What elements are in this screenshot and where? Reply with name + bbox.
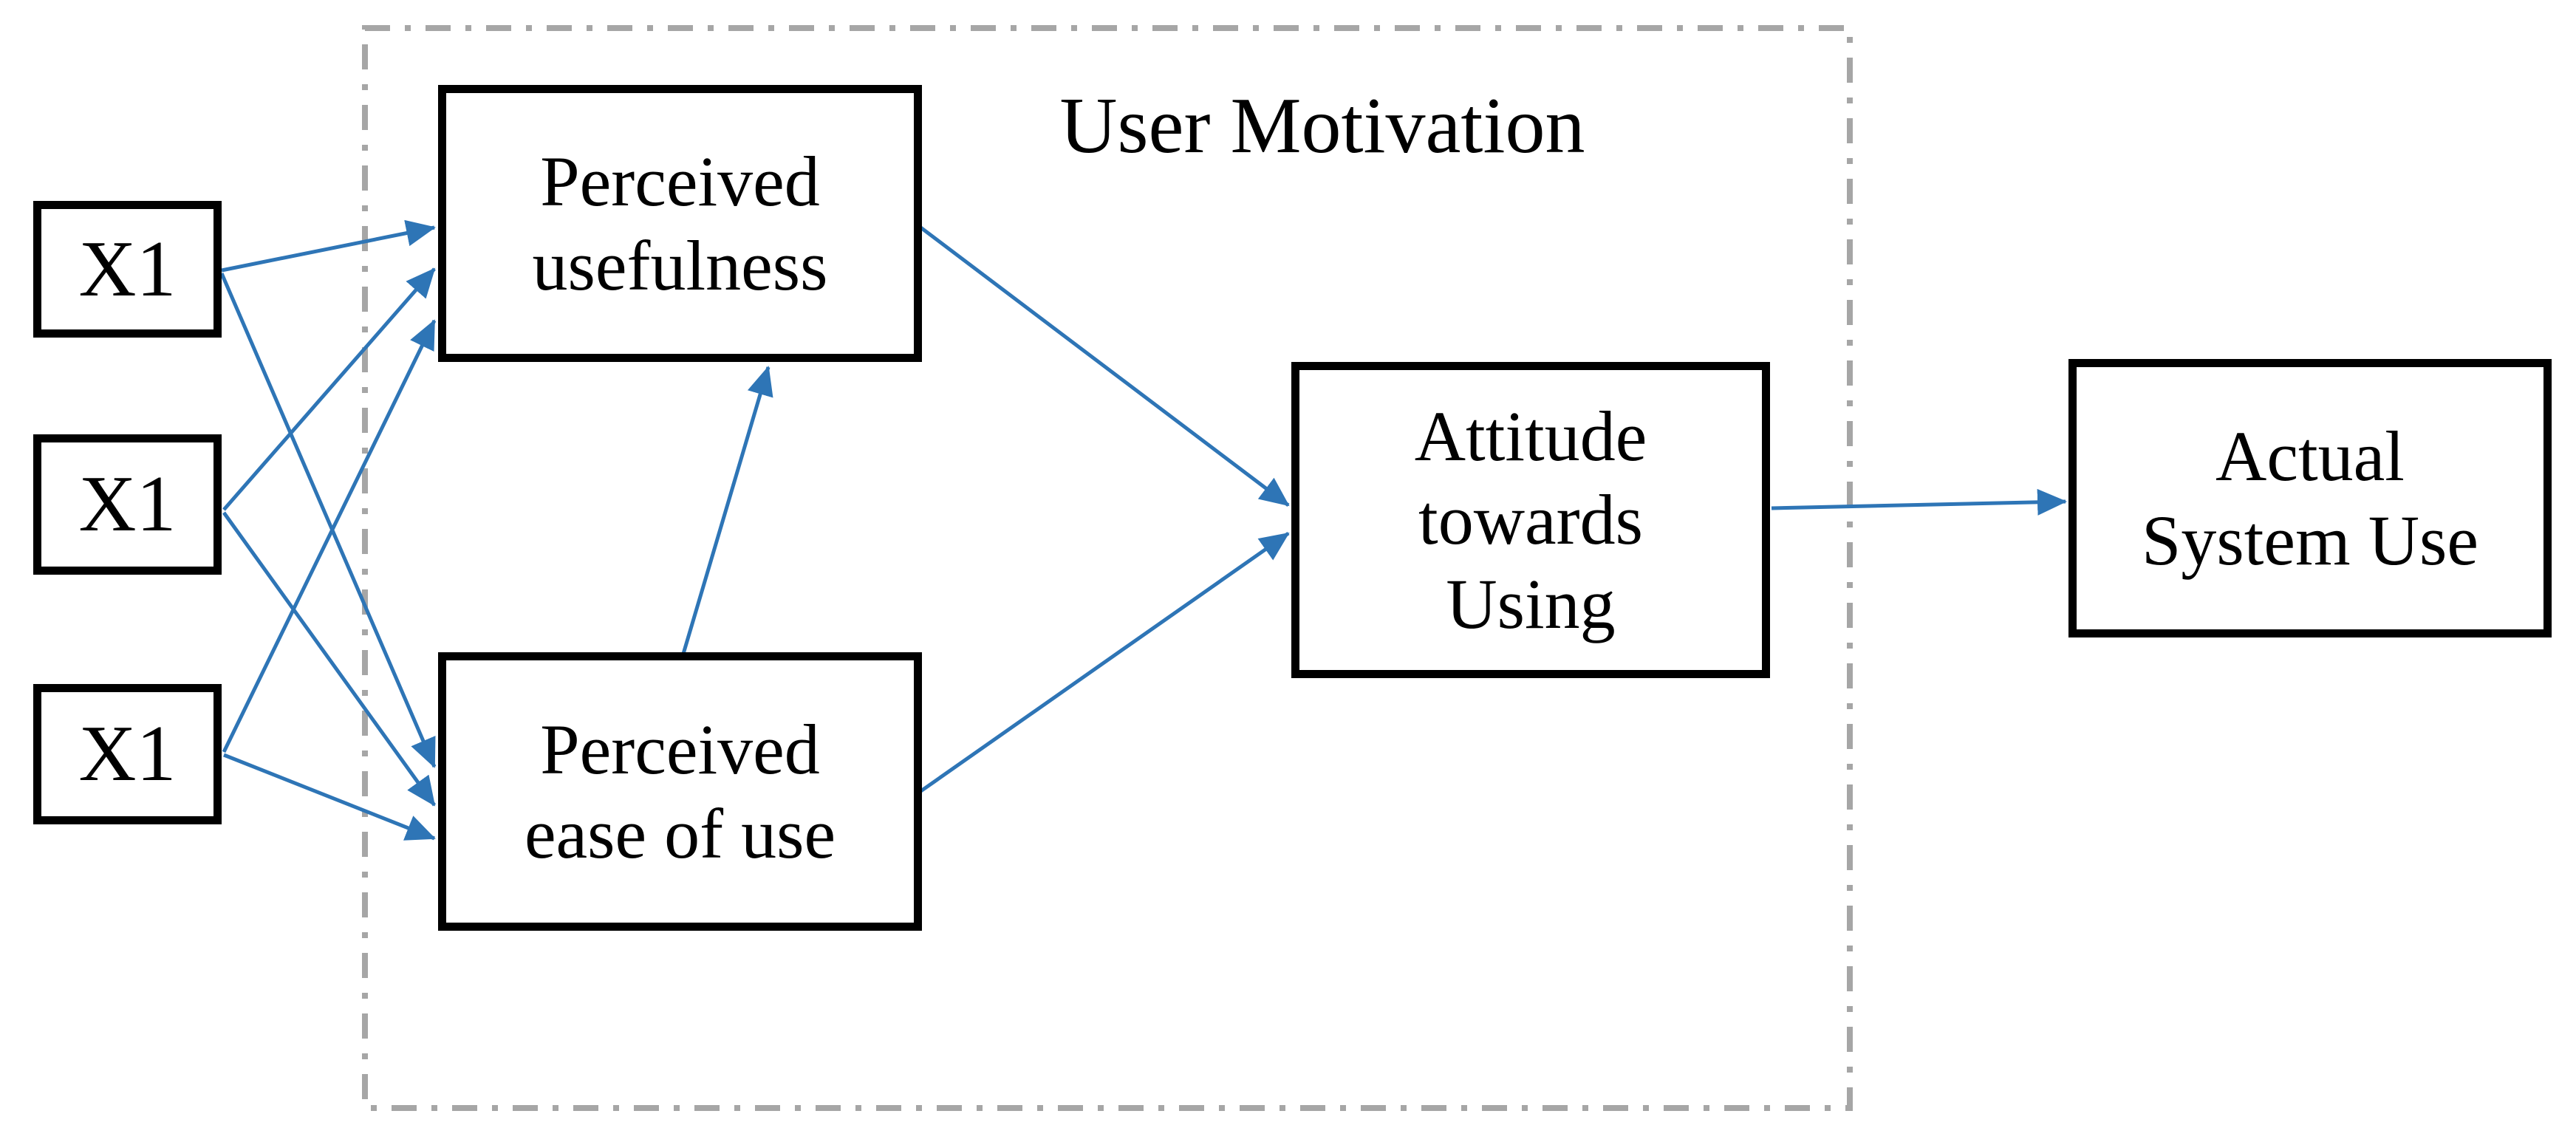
- edge-x1-2-to-perceived-usefulness: [222, 267, 436, 511]
- edge-perceived-ease-of-use-to-perceived-usefulness: [681, 366, 773, 654]
- user-motivation-label: User Motivation: [1059, 82, 1585, 170]
- perceived-ease-of-use-label: Perceived ease of use: [524, 710, 836, 873]
- x1-box-1: X1: [33, 201, 222, 338]
- perceived-usefulness-box: Perceived usefulness: [438, 85, 922, 362]
- edge-x1-3-to-perceived-usefulness: [222, 319, 437, 753]
- x1-box-2-label: X1: [78, 460, 177, 548]
- x1-box-1-label: X1: [78, 225, 177, 313]
- edge-x1-1-to-perceived-ease-of-use: [219, 273, 437, 768]
- attitude-towards-using-label: Attitude towards Using: [1414, 397, 1647, 643]
- edge-x1-3-to-perceived-ease-of-use: [223, 753, 436, 841]
- edge-perceived-ease-of-use-to-attitude-towards-using: [918, 531, 1290, 794]
- edge-x1-2-to-perceived-ease-of-use: [222, 511, 437, 807]
- edge-attitude-towards-using-to-actual-system-use: [1771, 488, 2067, 516]
- x1-box-3: X1: [33, 684, 222, 824]
- x1-box-3-label: X1: [78, 710, 177, 798]
- perceived-usefulness-label: Perceived usefulness: [532, 142, 828, 305]
- user-motivation-group-border: [362, 25, 1853, 1111]
- perceived-ease-of-use-box: Perceived ease of use: [438, 652, 922, 931]
- x1-box-2: X1: [33, 434, 222, 575]
- edge-x1-1-to-perceived-usefulness: [221, 219, 436, 273]
- actual-system-use-box: Actual System Use: [2068, 359, 2552, 637]
- actual-system-use-label: Actual System Use: [2142, 417, 2478, 580]
- attitude-towards-using-box: Attitude towards Using: [1291, 362, 1770, 678]
- edge-perceived-usefulness-to-attitude-towards-using: [918, 225, 1290, 507]
